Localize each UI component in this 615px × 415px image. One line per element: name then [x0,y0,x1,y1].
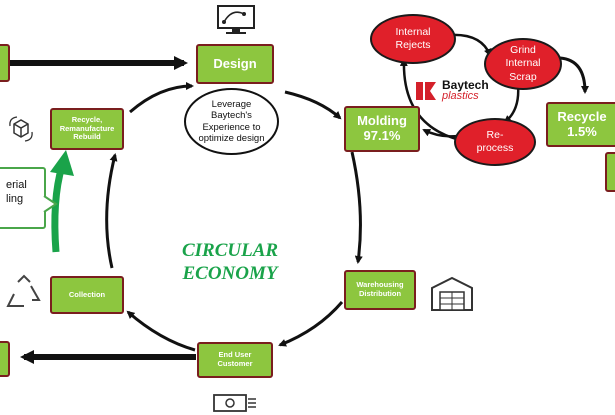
arrow-warehousing-to-enduser [278,301,344,347]
scrap-reprocess: Re- process [454,118,536,166]
node-warehousing: Warehousing Distribution [344,270,416,310]
node-right-partial [605,152,615,192]
scrap-internal-rejects-label: Internal Rejects [395,25,431,51]
warehouse-icon [431,276,473,311]
node-molding: Molding 97.1% [344,106,420,152]
scrap-reprocess-label: Re- process [476,128,514,154]
node-left-bottom [0,341,10,377]
node-warehousing-label: Warehousing Distribution [356,280,404,298]
arrow-design-to-molding [284,90,342,120]
material-recycling-box: erial ling [0,167,46,229]
node-recycle-remanufacture-label: Recycle, Remanufacture Rebuild [59,115,115,142]
green-arrow-head [50,150,74,176]
node-recycle-label: Recycle 1.5% [557,108,607,139]
scrap-loop-grind-to-reprocess [503,84,520,124]
circular-economy-title: CIRCULAR ECONOMY [160,240,300,286]
arrow-enduser-to-collection [126,310,196,352]
node-molding-label: Molding 97.1% [357,113,407,143]
node-collection-label: Collection [68,289,106,299]
cash-icon [213,394,256,412]
computer-design-icon [217,5,255,34]
baytech-logo-mark [416,82,436,100]
node-recycle-remanufacture: Recycle, Remanufacture Rebuild [50,108,124,150]
baytech-logo-sub: plastics [442,90,479,102]
scrap-grind: Grind Internal Scrap [484,38,562,90]
node-left-top [0,44,10,82]
node-design-label: Design [213,55,257,71]
node-design: Design [196,44,274,84]
arrow-molding-to-warehousing [350,151,363,264]
center-circle: Leverage Baytech's Experience to optimiz… [184,88,279,155]
node-end-user: End User Customer [197,342,273,378]
node-end-user-label: End User Customer [217,350,253,368]
baytech-logo: Baytech plastics [414,78,494,108]
scrap-grind-label: Grind Internal Scrap [505,44,541,83]
material-box-text: erial ling [6,179,27,205]
center-circle-text: Leverage Baytech's Experience to optimiz… [198,98,265,144]
node-collection: Collection [50,276,124,314]
recycle-box-icon [9,116,33,142]
recycle-triangle-icon [6,274,41,307]
arrow-grind-to-recycle [559,56,589,94]
baytech-logo-name: Baytech [442,78,489,92]
circular-economy-title-text: CIRCULAR ECONOMY [181,240,279,284]
arrow-collection-to-recycle [105,153,118,269]
node-recycle: Recycle 1.5% [546,102,615,147]
material-box-pointer [43,195,58,213]
scrap-internal-rejects: Internal Rejects [370,14,456,64]
arrow-recycle-to-design [129,82,194,114]
